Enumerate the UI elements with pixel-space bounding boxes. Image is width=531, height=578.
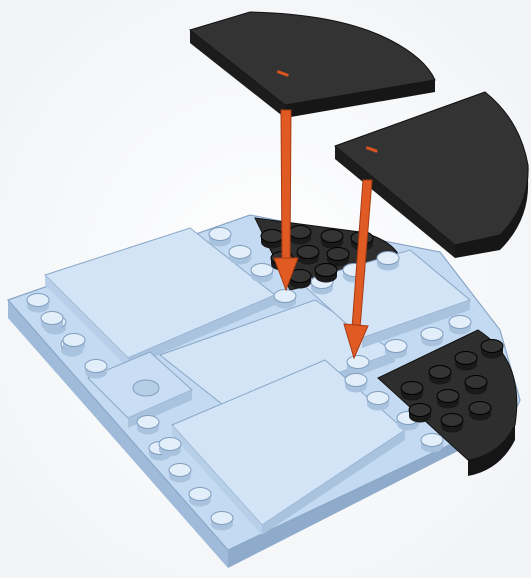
stud xyxy=(377,252,399,271)
dark-stud xyxy=(321,230,343,249)
stud xyxy=(169,464,191,483)
arrow-shaft-1 xyxy=(281,110,291,262)
stud xyxy=(449,316,471,335)
dark-stud xyxy=(315,264,337,283)
stud xyxy=(421,328,443,347)
stud xyxy=(27,294,49,313)
stud xyxy=(229,246,251,265)
dark-stud xyxy=(469,402,491,421)
stud xyxy=(211,512,233,531)
stud xyxy=(137,416,159,435)
stud xyxy=(41,312,63,331)
dark-stud xyxy=(437,390,459,409)
dark-stud xyxy=(465,376,487,395)
stud xyxy=(421,434,443,453)
plate-1x2-hole xyxy=(133,380,159,396)
dark-stud xyxy=(261,230,283,249)
dark-stud xyxy=(401,382,423,401)
dark-stud xyxy=(441,414,463,433)
stud xyxy=(251,264,273,283)
stud xyxy=(274,290,296,309)
stud xyxy=(63,334,85,353)
stud xyxy=(385,340,407,359)
dark-stud xyxy=(409,404,431,423)
stud xyxy=(345,374,367,393)
stud xyxy=(159,438,181,457)
stud xyxy=(209,228,231,247)
stud xyxy=(189,488,211,507)
dark-stud xyxy=(481,340,503,359)
stud xyxy=(367,392,389,411)
dark-stud xyxy=(297,246,319,265)
dark-stud xyxy=(429,366,451,385)
stud xyxy=(85,360,107,379)
dark-stud xyxy=(289,226,311,245)
dark-stud xyxy=(455,352,477,371)
stud xyxy=(347,356,369,375)
